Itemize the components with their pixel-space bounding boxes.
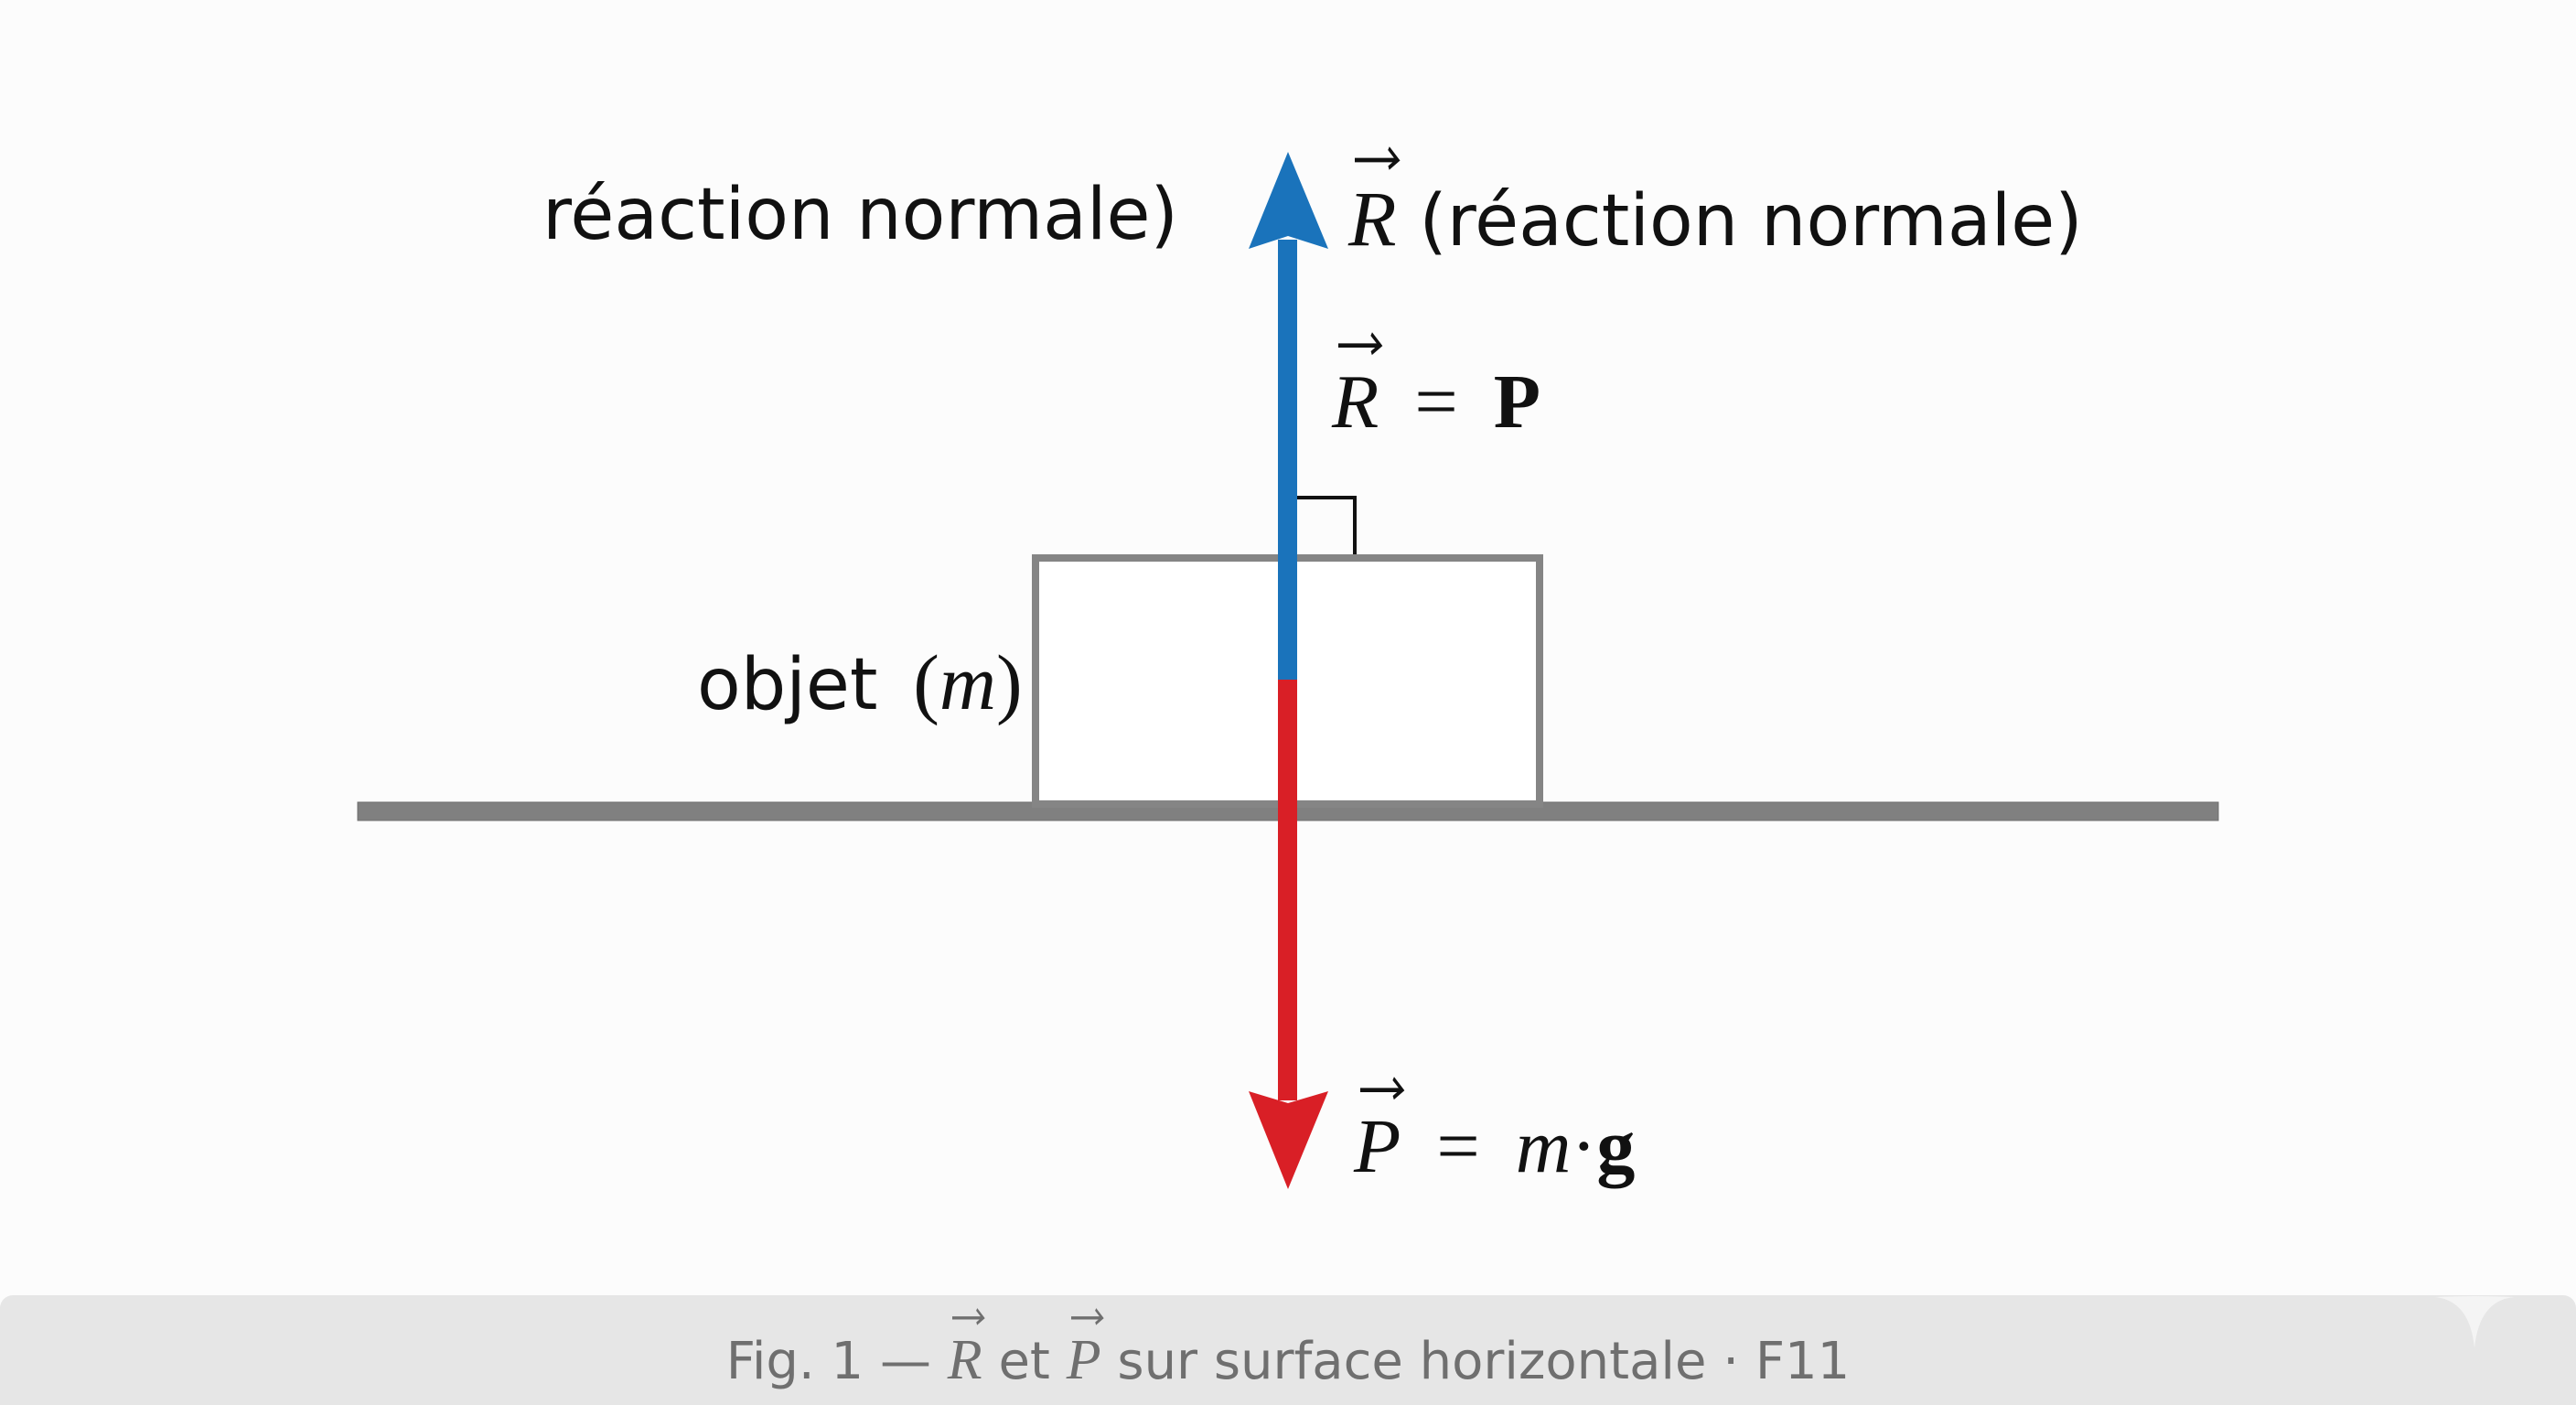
weight-bold-symbol: P bbox=[1493, 359, 1540, 445]
weight-force-arrow bbox=[1249, 680, 1328, 1189]
reaction-label-right: R (réaction normale) bbox=[1348, 146, 2083, 258]
equals-sign: = bbox=[1414, 359, 1458, 445]
symbol-text: R bbox=[1332, 359, 1379, 445]
vector-arrow-icon bbox=[1355, 146, 1401, 170]
caption-conjunction: et bbox=[998, 1332, 1050, 1391]
caption-vector-r: R bbox=[947, 1308, 985, 1391]
caption-vector-p: P bbox=[1066, 1308, 1104, 1391]
mass-symbol: m bbox=[1515, 1104, 1572, 1189]
dot-operator: · bbox=[1571, 1104, 1597, 1189]
sparkle-watermark-icon bbox=[2435, 1296, 2514, 1348]
right-angle-marker bbox=[1297, 496, 1357, 554]
vector-arrow-icon bbox=[952, 1308, 985, 1325]
vector-arrow-icon bbox=[1360, 1076, 1405, 1099]
weight-equation: P = m·g bbox=[1354, 1076, 1635, 1185]
symbol-text: R bbox=[1348, 175, 1397, 263]
symbol-text: R bbox=[947, 1329, 982, 1391]
reaction-description: (réaction normale) bbox=[1419, 180, 2083, 263]
vector-p-symbol: P bbox=[1354, 1076, 1405, 1185]
vector-r-symbol: R bbox=[1332, 331, 1383, 441]
paren-open: ( bbox=[913, 638, 939, 726]
vector-r-symbol: R bbox=[1348, 146, 1401, 258]
equilibrium-equation: R = P bbox=[1332, 331, 1540, 441]
equals-sign: = bbox=[1436, 1104, 1480, 1189]
paren-close: ) bbox=[996, 638, 1023, 726]
vector-arrow-icon bbox=[1071, 1308, 1104, 1325]
caption-bar bbox=[0, 1295, 2576, 1405]
weight-arrow-head-icon bbox=[1249, 1091, 1328, 1189]
caption-prefix: Fig. 1 — bbox=[725, 1332, 931, 1391]
vector-arrow-icon bbox=[1338, 331, 1383, 355]
object-label: objet (m) bbox=[697, 643, 1023, 722]
symbol-text: P bbox=[1066, 1329, 1101, 1391]
object-text: objet bbox=[697, 644, 878, 726]
gravity-symbol: g bbox=[1596, 1104, 1636, 1189]
caption-suffix: sur surface horizontale · F11 bbox=[1117, 1332, 1851, 1391]
reaction-force-arrow bbox=[1249, 152, 1328, 681]
reaction-arrow-head-icon bbox=[1249, 152, 1328, 249]
mass-symbol: m bbox=[939, 638, 997, 726]
symbol-text: P bbox=[1354, 1104, 1401, 1189]
figure-caption: Fig. 1 — R et P sur surface horizontale … bbox=[0, 1308, 2576, 1391]
reaction-label-left: réaction normale) bbox=[542, 174, 1178, 256]
